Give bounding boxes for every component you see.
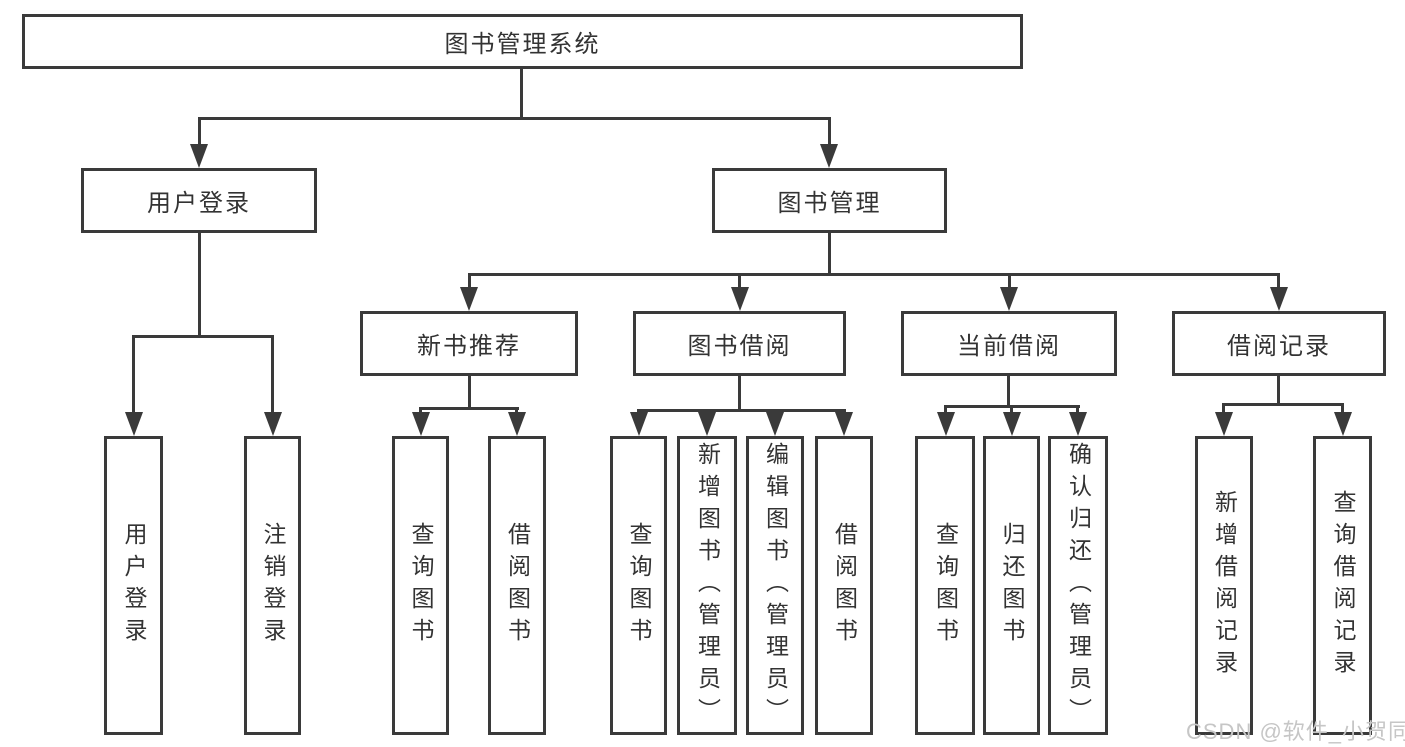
node-leaf-br-query-record: 查询借阅记录: [1313, 436, 1372, 735]
node-current-borrow: 当前借阅: [901, 311, 1117, 376]
arrow-down-icon: [698, 412, 716, 436]
node-leaf-bb-add-books-admin-label: 新增图书（管理员）: [694, 441, 721, 730]
node-leaf-bb-edit-books-admin: 编辑图书（管理员）: [746, 436, 804, 735]
node-leaf-bb-query-books: 查询图书: [610, 436, 667, 735]
node-new-book-recommend: 新书推荐: [360, 311, 578, 376]
node-leaf-cb-query-books: 查询图书: [915, 436, 975, 735]
connector-leaf-drop: [515, 407, 518, 415]
node-leaf-user-login: 用户登录: [104, 436, 163, 735]
node-leaf-br-add-record: 新增借阅记录: [1195, 436, 1253, 735]
node-leaf-bb-borrow-books-label: 借阅图书: [831, 521, 858, 650]
connector-root-rail: [198, 117, 831, 120]
node-leaf-logout-login: 注销登录: [244, 436, 301, 735]
connector-user-login-drop: [198, 117, 201, 147]
connector-leaf-drop: [1341, 403, 1344, 415]
node-borrow-record-label: 借阅记录: [1227, 333, 1331, 360]
arrow-down-icon: [630, 412, 648, 436]
connector-root-stem: [520, 69, 523, 119]
node-root-label: 图书管理系统: [444, 31, 601, 58]
arrow-down-icon: [820, 144, 838, 168]
connector-book-borrow-rail: [637, 409, 846, 412]
arrow-down-icon: [460, 287, 478, 311]
connector-level3-drop: [1008, 273, 1011, 291]
node-leaf-nb-query-books-label: 查询图书: [408, 521, 434, 650]
connector-new-book-stem: [468, 376, 471, 410]
arrow-down-icon: [1069, 412, 1087, 436]
node-leaf-nb-borrow-books-label: 借阅图书: [504, 521, 531, 650]
node-borrow-record: 借阅记录: [1172, 311, 1386, 376]
connector-book-borrow-stem: [738, 376, 741, 412]
node-book-management-label: 图书管理: [777, 190, 882, 217]
arrow-down-icon: [1215, 412, 1233, 436]
arrow-down-icon: [835, 412, 853, 436]
node-leaf-bb-borrow-books: 借阅图书: [815, 436, 873, 735]
arrow-down-icon: [1334, 412, 1352, 436]
connector-leaf-drop: [1076, 405, 1079, 415]
arrow-down-icon: [1000, 287, 1018, 311]
node-leaf-cb-return-books: 归还图书: [983, 436, 1040, 735]
node-leaf-bb-query-books-label: 查询图书: [626, 521, 652, 650]
connector-leaf-drop: [419, 407, 422, 415]
connector-user-login-stem: [198, 233, 201, 337]
connector-leaf-drop: [1222, 403, 1225, 415]
node-leaf-nb-borrow-books: 借阅图书: [488, 436, 546, 735]
node-current-borrow-label: 当前借阅: [957, 333, 1061, 360]
arrow-down-icon: [508, 412, 526, 436]
node-leaf-cb-confirm-return-admin-label: 确认归还（管理员）: [1065, 441, 1092, 730]
arrow-down-icon: [264, 412, 282, 436]
connector-book-management-rail: [468, 273, 1280, 276]
connector-book-management-drop: [828, 117, 831, 147]
connector-borrow-record-rail: [1223, 403, 1344, 406]
connector-leaf-drop: [1010, 405, 1013, 415]
connector-new-book-rail: [419, 407, 519, 410]
node-new-book-recommend-label: 新书推荐: [417, 333, 521, 360]
arrow-down-icon: [1003, 412, 1021, 436]
node-leaf-user-login-label: 用户登录: [121, 521, 147, 650]
arrow-down-icon: [766, 412, 784, 436]
node-book-borrow: 图书借阅: [633, 311, 846, 376]
connector-level3-drop: [738, 273, 741, 291]
node-leaf-logout-login-label: 注销登录: [260, 521, 286, 650]
node-leaf-br-query-record-label: 查询借阅记录: [1330, 489, 1356, 682]
node-leaf-br-add-record-label: 新增借阅记录: [1211, 489, 1238, 682]
connector-leaf-drop: [271, 335, 274, 415]
csdn-watermark: CSDN @软件_小贺同学: [1186, 719, 1405, 744]
node-leaf-bb-add-books-admin: 新增图书（管理员）: [677, 436, 737, 735]
connector-current-borrow-stem: [1007, 376, 1010, 408]
arrow-down-icon: [412, 412, 430, 436]
connector-book-management-stem: [828, 233, 831, 276]
connector-borrow-record-stem: [1277, 376, 1280, 406]
node-user-login: 用户登录: [81, 168, 317, 233]
node-leaf-nb-query-books: 查询图书: [392, 436, 449, 735]
node-book-management: 图书管理: [712, 168, 947, 233]
node-leaf-cb-confirm-return-admin: 确认归还（管理员）: [1048, 436, 1108, 735]
connector-level3-drop: [1277, 273, 1280, 291]
node-root: 图书管理系统: [22, 14, 1023, 69]
connector-leaf-drop: [944, 405, 947, 415]
node-user-login-label: 用户登录: [147, 190, 251, 217]
node-book-borrow-label: 图书借阅: [687, 333, 792, 360]
arrow-down-icon: [937, 412, 955, 436]
arrow-down-icon: [190, 144, 208, 168]
connector-user-login-rail: [132, 335, 274, 338]
node-leaf-cb-return-books-label: 归还图书: [999, 521, 1025, 650]
connector-leaf-drop: [132, 335, 135, 415]
node-leaf-cb-query-books-label: 查询图书: [932, 521, 959, 650]
arrow-down-icon: [1270, 287, 1288, 311]
connector-level3-drop: [468, 273, 471, 291]
node-leaf-bb-edit-books-admin-label: 编辑图书（管理员）: [762, 441, 789, 730]
arrow-down-icon: [731, 287, 749, 311]
arrow-down-icon: [125, 412, 143, 436]
